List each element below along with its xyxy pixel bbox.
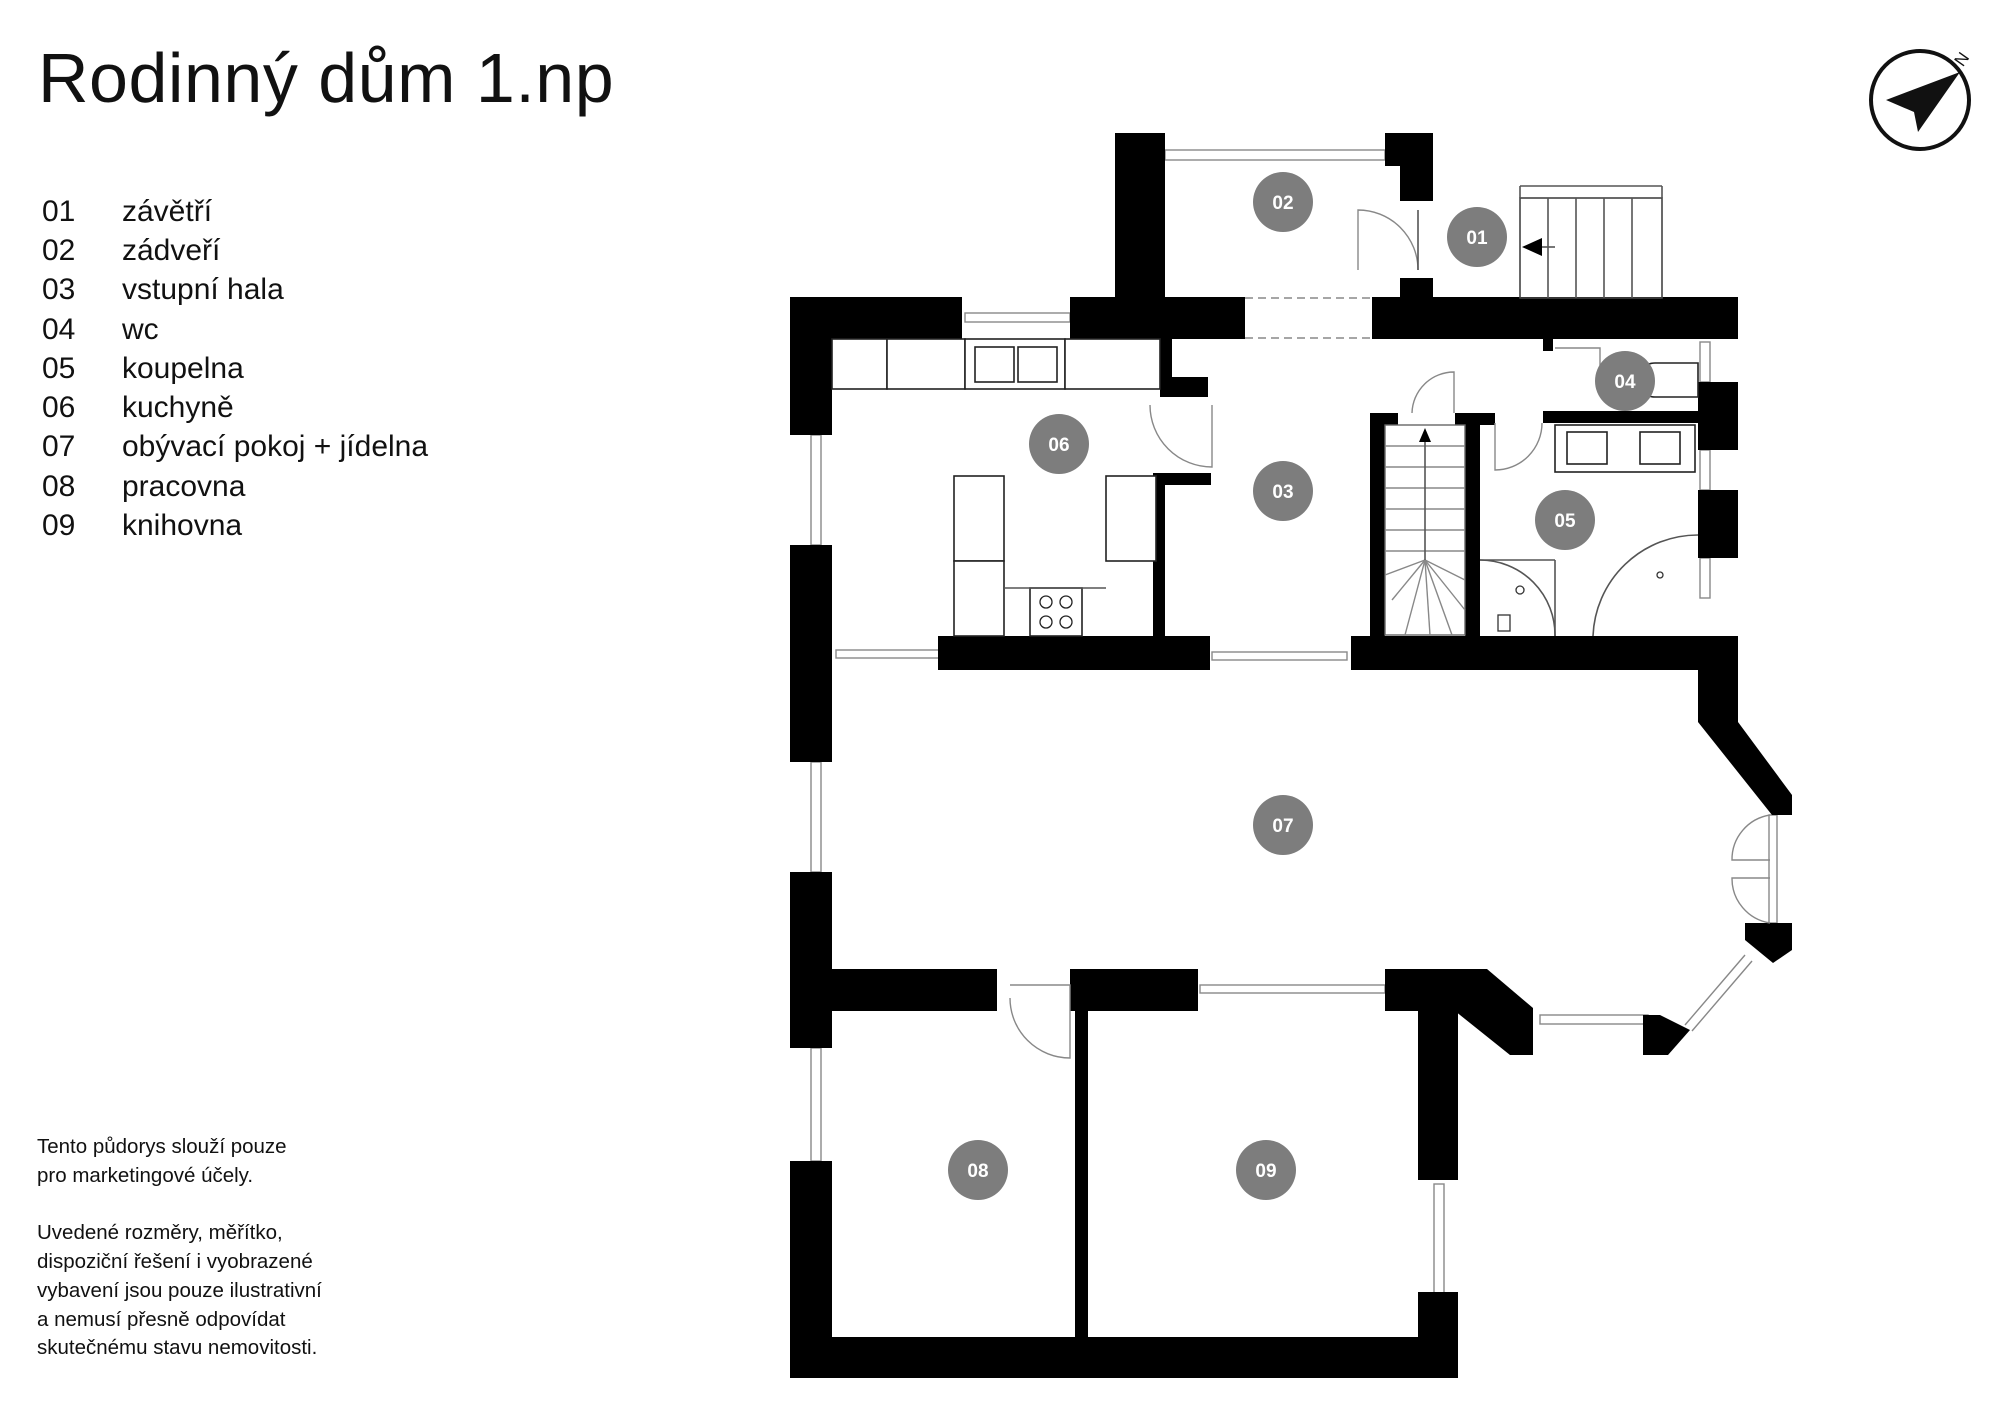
legend-number: 08 xyxy=(42,469,76,503)
legend-number: 04 xyxy=(42,312,76,346)
room-badge-07: 07 xyxy=(1253,795,1313,855)
svg-text:06: 06 xyxy=(1048,435,1069,456)
svg-text:02: 02 xyxy=(1272,193,1293,214)
legend-item: 06 kuchyně xyxy=(42,388,428,427)
bathroom-fixtures xyxy=(1479,362,1699,637)
internal-stairs xyxy=(1384,424,1466,636)
legend-number: 03 xyxy=(42,273,76,307)
legend-number: 09 xyxy=(42,509,76,543)
disclaimer-paragraph: Tento půdorys slouží pouze pro marketing… xyxy=(37,1135,287,1187)
svg-text:08: 08 xyxy=(967,1161,988,1182)
legend-label: pracovna xyxy=(122,469,246,503)
legend-label: kuchyně xyxy=(122,391,234,425)
windows xyxy=(810,149,1778,1297)
legend-item: 04 wc xyxy=(42,310,428,349)
room-badge-02: 02 xyxy=(1253,172,1313,232)
legend-item: 01 závětří xyxy=(42,192,428,231)
room-badge-09: 09 xyxy=(1236,1140,1296,1200)
room-badge-04: 04 xyxy=(1595,351,1655,411)
legend-item: 09 knihovna xyxy=(42,506,428,545)
room-badge-01: 01 xyxy=(1447,207,1507,267)
legend-label: závětří xyxy=(122,194,213,228)
svg-text:03: 03 xyxy=(1272,482,1293,503)
legend-number: 07 xyxy=(42,430,76,464)
svg-text:09: 09 xyxy=(1255,1161,1276,1182)
svg-text:01: 01 xyxy=(1466,228,1488,249)
legend-item: 05 koupelna xyxy=(42,349,428,388)
entrance-stairs xyxy=(1519,185,1663,299)
room-badge-06: 06 xyxy=(1029,414,1089,474)
legend-label: zádveří xyxy=(122,233,221,267)
svg-text:04: 04 xyxy=(1614,372,1636,393)
legend-item: 08 pracovna xyxy=(42,467,428,506)
legend-item: 03 vstupní hala xyxy=(42,271,428,310)
disclaimer-paragraph: Uvedené rozměry, měřítko, dispoziční řeš… xyxy=(37,1221,322,1360)
page-title: Rodinný dům 1.np xyxy=(38,39,615,117)
legend-item: 02 zádveří xyxy=(42,231,428,270)
legend-label: obývací pokoj + jídelna xyxy=(122,430,429,464)
legend-label: wc xyxy=(122,312,159,346)
legend-number: 02 xyxy=(42,233,76,267)
room-badge-03: 03 xyxy=(1253,461,1313,521)
legend-item: 07 obývací pokoj + jídelna xyxy=(42,428,428,467)
legend-label: koupelna xyxy=(122,351,244,385)
svg-text:05: 05 xyxy=(1554,511,1576,532)
legend-label: knihovna xyxy=(122,509,243,543)
svg-text:07: 07 xyxy=(1272,816,1293,837)
legend-number: 06 xyxy=(42,391,76,425)
room-badge-05: 05 xyxy=(1535,490,1595,550)
legend-number: 01 xyxy=(42,194,76,228)
legend-label: vstupní hala xyxy=(122,273,284,307)
walls xyxy=(790,133,1792,1378)
room-badge-08: 08 xyxy=(948,1140,1008,1200)
disclaimer: Tento půdorys slouží pouze pro marketing… xyxy=(37,1133,377,1392)
kitchen-fixtures xyxy=(831,338,1161,637)
north-arrow-icon: N xyxy=(1869,49,1973,151)
legend-number: 05 xyxy=(42,351,76,385)
